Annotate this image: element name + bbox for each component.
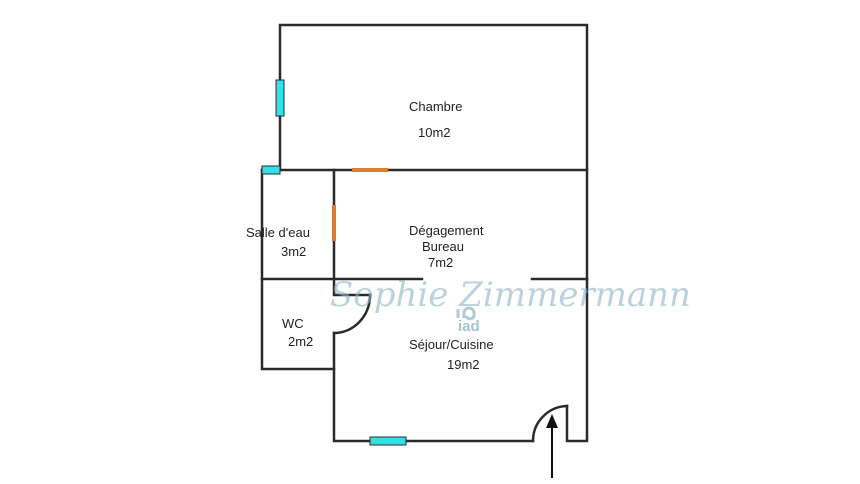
room-name-wc: WC <box>282 316 304 331</box>
watermark-brand: iad <box>458 318 480 335</box>
doors <box>332 168 388 241</box>
window-sejour <box>369 436 407 446</box>
entrance-door-arc <box>531 404 569 443</box>
watermark: Sophie Zimmermann iad <box>330 275 691 335</box>
window-chambre <box>275 79 285 117</box>
room-area-chambre: 10m2 <box>418 125 451 140</box>
wc-door-arc <box>332 293 372 335</box>
room-labels: Chambre 10m2 Salle d'eau 3m2 Dégagement … <box>246 99 494 372</box>
iad-logo-icon <box>456 306 476 321</box>
room-name-degagement: Dégagement <box>409 223 484 238</box>
entrance-arrow-icon <box>546 414 558 478</box>
room-name-salle-eau: Salle d'eau <box>246 225 310 240</box>
inner-wall-lower <box>332 331 535 443</box>
room-area-degagement: 7m2 <box>428 255 453 270</box>
room-area-wc: 2m2 <box>288 334 313 349</box>
watermark-agent: Sophie Zimmermann <box>330 275 691 315</box>
salle-eau-left-wall <box>260 168 336 371</box>
windows <box>261 79 407 446</box>
door-chambre <box>352 168 388 172</box>
room-name-sejour: Séjour/Cuisine <box>409 337 494 352</box>
room-area-salle-eau: 3m2 <box>281 244 306 259</box>
door-salle-eau <box>332 205 336 241</box>
room-sub-bureau: Bureau <box>422 239 464 254</box>
room-area-sejour: 19m2 <box>447 357 480 372</box>
outer-wall <box>278 23 589 443</box>
room-name-chambre: Chambre <box>409 99 462 114</box>
window-salle-eau <box>261 165 281 175</box>
